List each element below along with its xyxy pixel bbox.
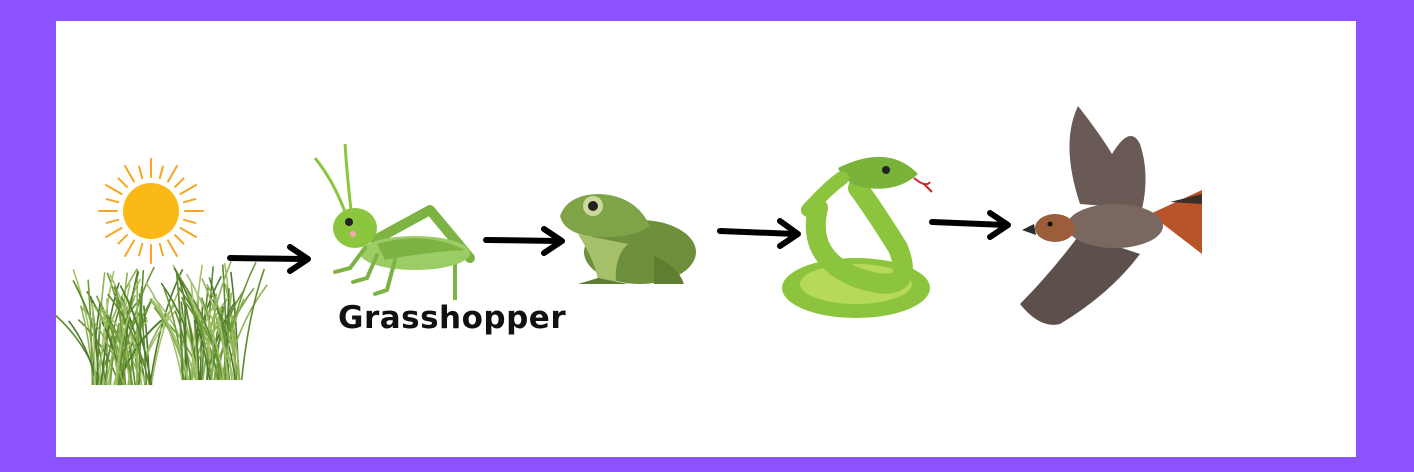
arrow-4 [929,210,1016,240]
grass-icon [54,255,282,390]
sun-icon [96,156,206,266]
arrow-3 [717,218,806,249]
arrow-1 [227,244,318,274]
snake-icon [778,148,933,324]
grasshopper-icon [305,140,475,300]
grasshopper-label: Grasshopper [338,300,567,336]
hawk-icon [1020,104,1205,329]
arrow-2 [483,226,570,257]
frog-icon [558,186,700,288]
